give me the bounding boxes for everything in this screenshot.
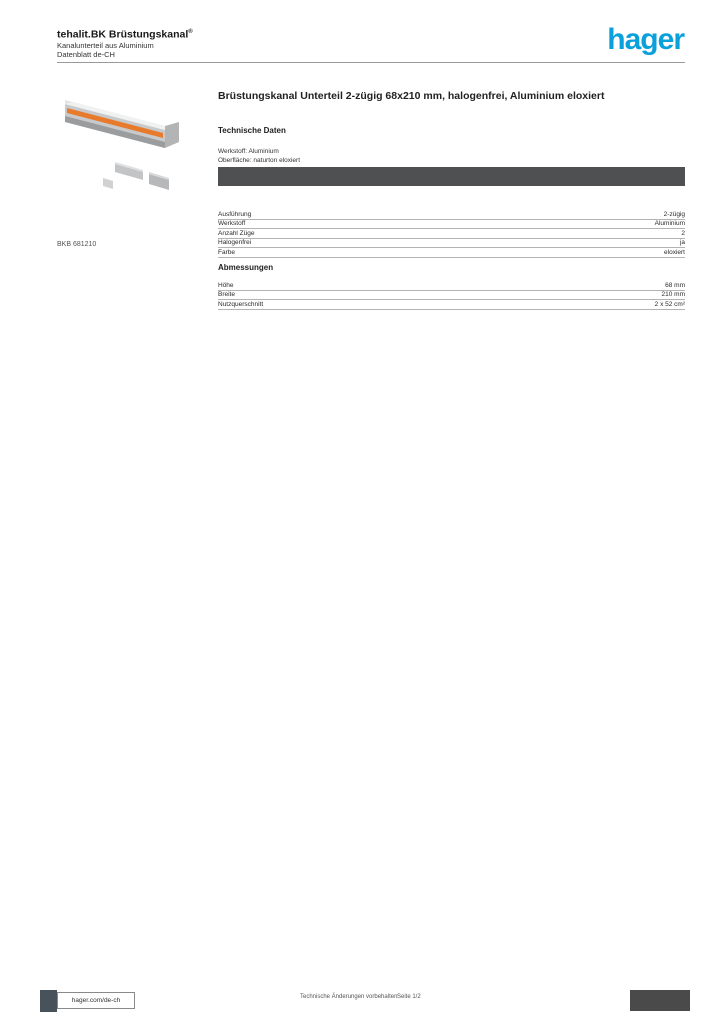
- table-row: Ausführung 2-zügig: [218, 210, 685, 220]
- highlighted-bar: [218, 167, 685, 186]
- intro-line-2: Oberfläche: naturton eloxiert: [218, 156, 301, 164]
- spec-label: Farbe: [218, 248, 235, 256]
- product-family-text: tehalit.BK Brüstungskanal: [57, 28, 189, 41]
- spec-value: 68 mm: [665, 281, 685, 289]
- trunking-illustration: [65, 100, 179, 190]
- spec-value: 2 x 52 cm²: [654, 300, 685, 308]
- intro-text: Werkstoff: Aluminium Oberfläche: naturto…: [218, 148, 300, 165]
- table-row: Breite 210 mm: [218, 291, 685, 300]
- header-subline-2: Datenblatt de-CH: [57, 50, 115, 59]
- table-row: Farbe eloxiert: [218, 248, 685, 258]
- spec-label: Halogenfrei: [218, 239, 252, 246]
- spec-label: Breite: [218, 291, 235, 298]
- footer-website-link[interactable]: hager.com/de-ch: [57, 992, 135, 1009]
- product-reference: BKB 681210: [57, 241, 97, 248]
- header-divider: [57, 62, 685, 63]
- footer-edge-tab: [40, 990, 57, 1012]
- spec-value: Aluminium: [654, 220, 685, 227]
- footer-dark-box: [630, 990, 690, 1011]
- registered-mark: ®: [188, 29, 193, 35]
- table-row: Höhe 68 mm: [218, 281, 685, 291]
- spec-value: 2-zügig: [663, 210, 685, 218]
- header-subline-1: Kanalunterteil aus Aluminium: [57, 40, 154, 50]
- spec-label: Werkstoff: [218, 220, 246, 227]
- spec-label: Anzahl Züge: [218, 229, 255, 237]
- table-row: Nutzquerschnitt 2 x 52 cm²: [218, 300, 685, 310]
- footer-note: Technische Änderungen vorbehalten: [300, 994, 398, 1000]
- section-heading-dimensions: Abmessungen: [218, 263, 274, 272]
- spec-value: 210 mm: [661, 291, 685, 298]
- intro-line-1: Werkstoff: Aluminium: [218, 148, 279, 155]
- main-content: Brüstungskanal Unterteil 2-zügig 68x210 …: [218, 90, 685, 310]
- section-heading-technical: Technische Daten: [218, 126, 286, 135]
- product-family-title: tehalit.BK Brüstungskanal®: [57, 26, 357, 41]
- spec-table-2: Höhe 68 mm Breite 210 mm Nutzquerschnitt…: [218, 281, 685, 310]
- spec-value: 2: [681, 229, 685, 237]
- product-image: [57, 86, 207, 206]
- page-title: Brüstungskanal Unterteil 2-zügig 68x210 …: [218, 90, 605, 102]
- hager-logo: hager: [607, 23, 685, 56]
- spec-label: Ausführung: [218, 210, 252, 218]
- spec-value: ja: [679, 239, 685, 246]
- table-row: Halogenfrei ja: [218, 239, 685, 248]
- spec-value: eloxiert: [664, 248, 685, 256]
- header-product-block: tehalit.BK Brüstungskanal® Kanaluntertei…: [57, 26, 357, 60]
- spec-table-1: Ausführung 2-zügig Werkstoff Aluminium A…: [218, 210, 685, 258]
- spec-label: Nutzquerschnitt: [218, 300, 264, 308]
- footer-page-number: Seite 1/2: [397, 994, 421, 1000]
- spec-label: Höhe: [218, 281, 234, 289]
- table-row: Werkstoff Aluminium: [218, 220, 685, 229]
- table-row: Anzahl Züge 2: [218, 229, 685, 239]
